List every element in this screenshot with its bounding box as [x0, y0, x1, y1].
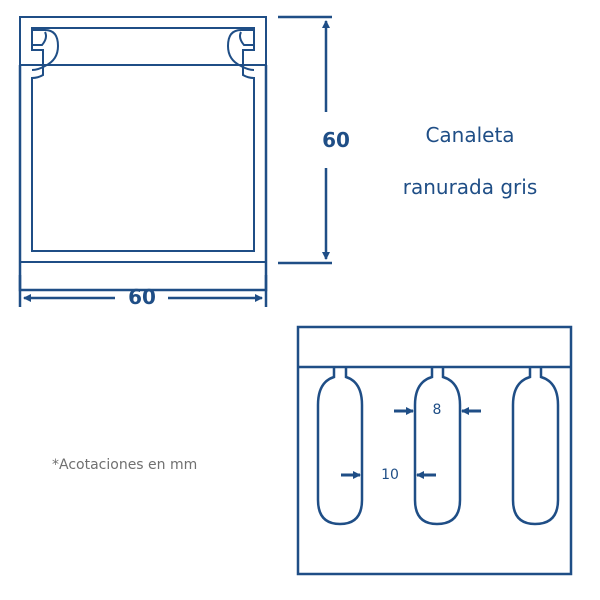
width-dimension — [18, 275, 268, 307]
height-label: 60 — [322, 128, 350, 152]
height-dimension — [278, 15, 332, 265]
duct-cross-section — [18, 16, 268, 292]
width-label: 60 — [128, 285, 156, 309]
title-line-1: Canaleta — [425, 123, 515, 147]
units-note: *Acotaciones en mm — [52, 457, 198, 473]
slot-spacing-label: 10 — [381, 467, 399, 483]
title-line-2: ranurada gris — [402, 175, 538, 199]
slot-dimension-arrows — [341, 407, 481, 479]
slot-width-label: 8 — [432, 402, 442, 418]
slotted-side-view — [296, 325, 573, 576]
